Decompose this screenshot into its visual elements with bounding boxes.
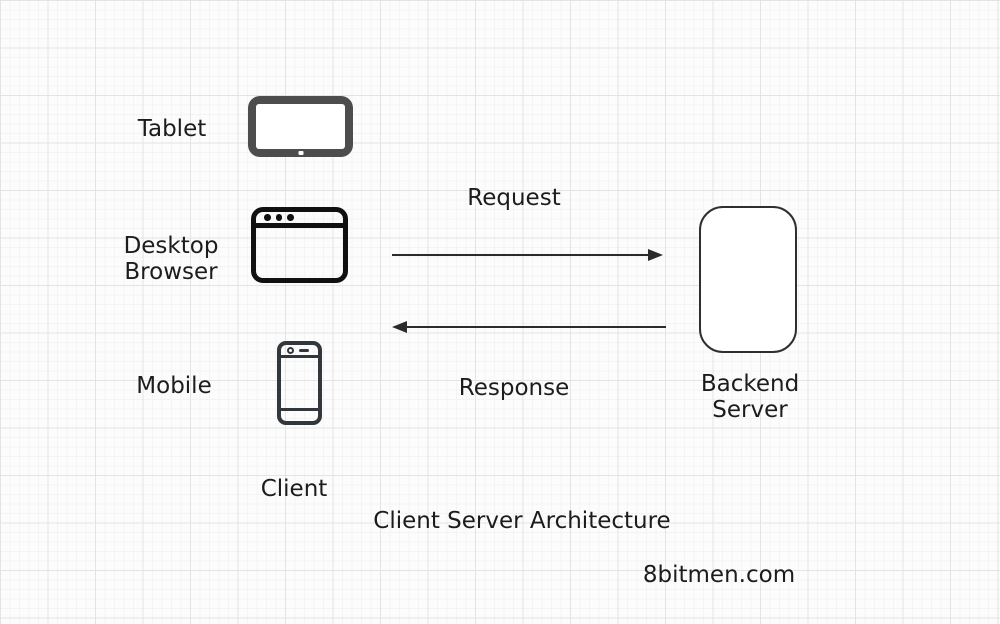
- backend-server-label: Backend Server: [701, 371, 799, 423]
- smartphone-bottombar: [281, 408, 318, 411]
- response-label: Response: [458, 375, 570, 401]
- browser-titlebar: [256, 212, 343, 228]
- desktop-browser-label-line2: Browser: [124, 259, 218, 285]
- response-arrowhead-icon: [392, 321, 407, 333]
- client-group-label: Client: [260, 476, 328, 502]
- tablet-icon: [248, 96, 353, 157]
- tablet-screen: [256, 104, 345, 149]
- mobile-label: Mobile: [136, 373, 212, 399]
- tablet-label: Tablet: [137, 116, 207, 142]
- response-arrow-line: [404, 326, 666, 328]
- request-label: Request: [467, 185, 561, 211]
- desktop-browser-label: Desktop Browser: [124, 233, 219, 285]
- watermark-text: 8bitmen.com: [642, 562, 796, 588]
- diagram-title: Client Server Architecture: [373, 508, 671, 534]
- browser-dot-icon: [264, 214, 271, 221]
- smartphone-speaker-icon: [299, 348, 309, 352]
- backend-server-shape: [699, 206, 797, 353]
- smartphone-topbar: [281, 345, 318, 358]
- browser-window-icon: [251, 207, 348, 283]
- smartphone-camera-icon: [287, 346, 294, 354]
- backend-server-label-line1: Backend: [700, 371, 800, 397]
- browser-dot-icon: [287, 214, 294, 221]
- smartphone-icon: [277, 341, 322, 425]
- browser-dot-icon: [275, 214, 282, 221]
- tablet-home-button: [298, 151, 303, 155]
- request-arrow-line: [392, 254, 650, 256]
- request-arrowhead-icon: [648, 249, 663, 261]
- desktop-browser-label-line1: Desktop: [123, 233, 219, 259]
- backend-server-label-line2: Server: [712, 397, 788, 423]
